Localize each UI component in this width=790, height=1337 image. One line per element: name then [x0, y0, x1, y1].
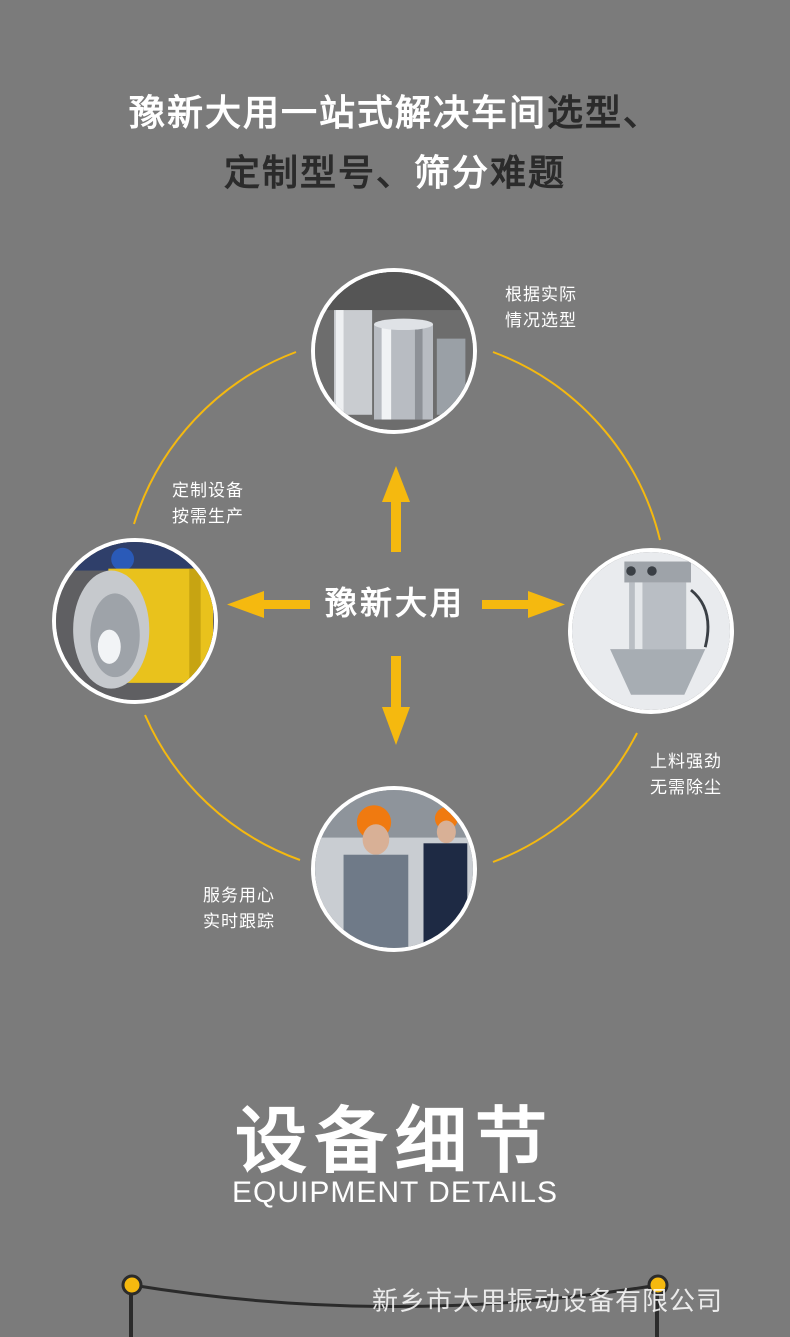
caption-left: 定制设备 按需生产	[172, 478, 244, 530]
caption-line: 上料强劲	[650, 752, 722, 772]
timeline-decoration	[121, 1274, 669, 1337]
company-watermark: 新乡市大用振动设备有限公司	[372, 1287, 724, 1317]
caption-top-right: 根据实际 情况选型	[505, 282, 577, 334]
arrow-down-head	[382, 707, 410, 745]
arc-bottom-right	[492, 732, 638, 863]
arrow-left-head	[227, 591, 264, 618]
arc-top-right	[492, 351, 661, 541]
headline-text: 筛分	[413, 153, 490, 194]
arc-bottom-left	[144, 714, 301, 861]
arc-top-left	[133, 351, 297, 525]
center-brand-label: 豫新大用	[324, 584, 465, 622]
section-subtitle: EQUIPMENT DETAILS	[232, 1176, 558, 1209]
section-title: 设备细节	[234, 1099, 555, 1183]
caption-line: 按需生产	[172, 507, 244, 527]
caption-line: 服务用心	[203, 886, 275, 906]
headline-text-dark: 定制型号、	[223, 153, 414, 194]
caption-line: 根据实际	[505, 285, 577, 305]
photo-stainless-machines	[311, 268, 477, 434]
arrow-down-shaft	[391, 656, 401, 708]
photo-yellow-duct	[52, 538, 218, 704]
caption-line: 实时跟踪	[203, 912, 275, 932]
headline-text-dark: 难题	[490, 153, 567, 194]
headline-text: 豫新大用一站式解决车间	[128, 93, 547, 134]
arrow-left-shaft	[262, 600, 310, 609]
photo-vacuum-feeder	[568, 548, 734, 714]
arrow-right-head	[528, 591, 565, 618]
caption-right: 上料强劲 无需除尘	[650, 749, 722, 801]
photo-service-workers	[311, 786, 477, 952]
arrows	[227, 466, 565, 745]
caption-line: 无需除尘	[650, 778, 722, 798]
caption-bottom-left: 服务用心 实时跟踪	[203, 883, 275, 935]
headline-line-1: 豫新大用一站式解决车间选型、	[0, 84, 790, 136]
caption-line: 情况选型	[505, 311, 577, 331]
arrow-up-shaft	[391, 500, 401, 552]
headline-text-dark: 选型、	[547, 93, 662, 134]
arrow-right-shaft	[482, 600, 530, 609]
arrow-up-head	[382, 466, 410, 502]
caption-line: 定制设备	[172, 481, 244, 501]
cycle-arcs	[133, 351, 661, 863]
headline-line-2: 定制型号、筛分难题	[0, 144, 790, 196]
